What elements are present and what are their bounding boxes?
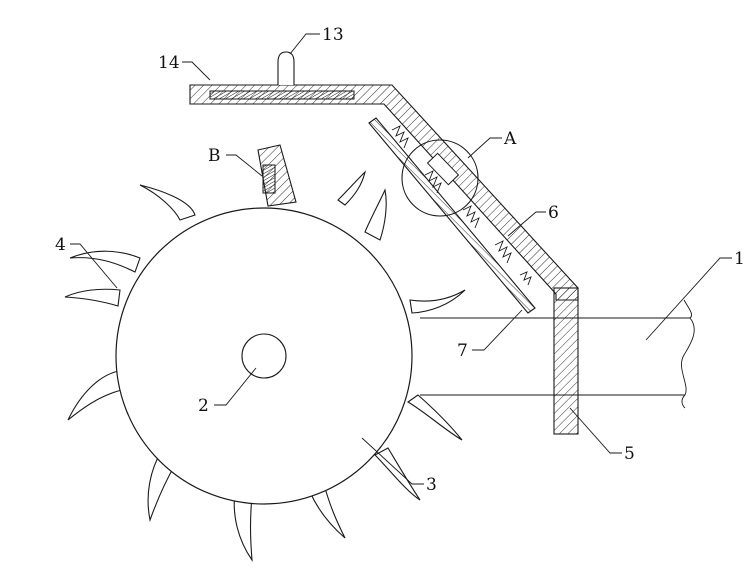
label-6: 6: [548, 203, 559, 223]
label-a: A: [503, 129, 517, 149]
bent-bracket: [189, 51, 579, 301]
label-3: 3: [426, 475, 437, 495]
reference-labels: 1 2 3 4 5 6 7 13 14 A B: [55, 25, 745, 495]
label-1: 1: [734, 249, 745, 269]
label-7: 7: [457, 341, 468, 361]
scraper-plate: [368, 117, 536, 314]
detail-circle-a: [401, 139, 479, 217]
label-5: 5: [624, 444, 635, 464]
wheel: [115, 207, 413, 505]
vertical-post: [553, 287, 579, 435]
label-b: B: [208, 146, 221, 166]
leader-lines: [70, 33, 732, 485]
label-14: 14: [158, 53, 180, 73]
label-2: 2: [198, 396, 209, 416]
springs: [391, 125, 532, 286]
part-b: [257, 144, 297, 207]
label-4: 4: [55, 235, 66, 255]
label-13: 13: [322, 25, 344, 45]
